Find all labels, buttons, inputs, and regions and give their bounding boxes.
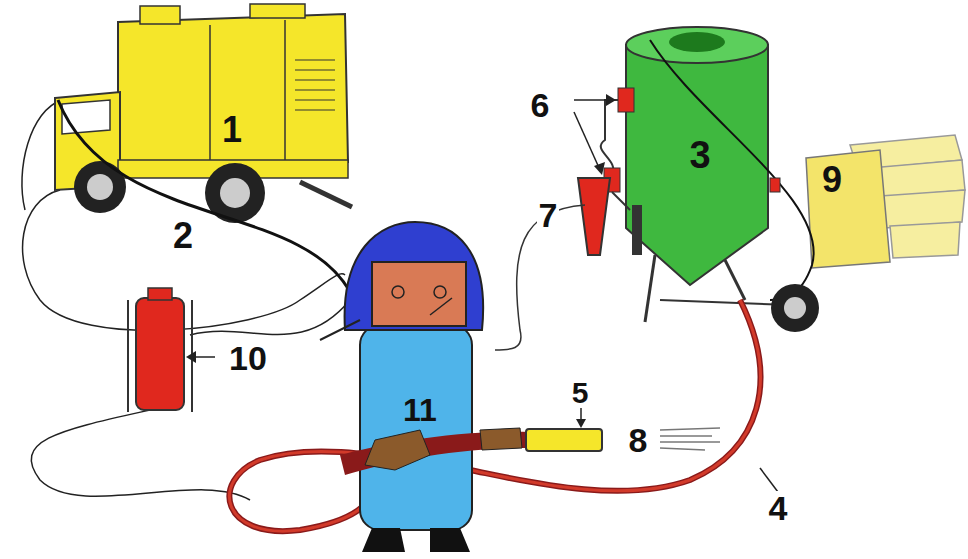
- callout-number: 10: [227, 341, 269, 375]
- callout-number: 3: [687, 136, 712, 174]
- callout-number: 4: [767, 491, 790, 525]
- callout-number: 8: [627, 423, 650, 457]
- compressor-truck: [22, 4, 352, 330]
- callout-number: 6: [529, 88, 552, 122]
- operator: [320, 222, 530, 552]
- valves: [495, 88, 634, 350]
- callout-number: 9: [820, 162, 844, 198]
- sand-bags: [806, 135, 965, 268]
- callout-number: 7: [537, 198, 560, 232]
- callout-number: 11: [401, 394, 439, 426]
- callout-number: 5: [570, 378, 591, 408]
- air-filter: [31, 288, 350, 500]
- callout-number: 2: [171, 218, 195, 254]
- blast-pot: [626, 27, 819, 332]
- callout-number: 1: [220, 112, 244, 148]
